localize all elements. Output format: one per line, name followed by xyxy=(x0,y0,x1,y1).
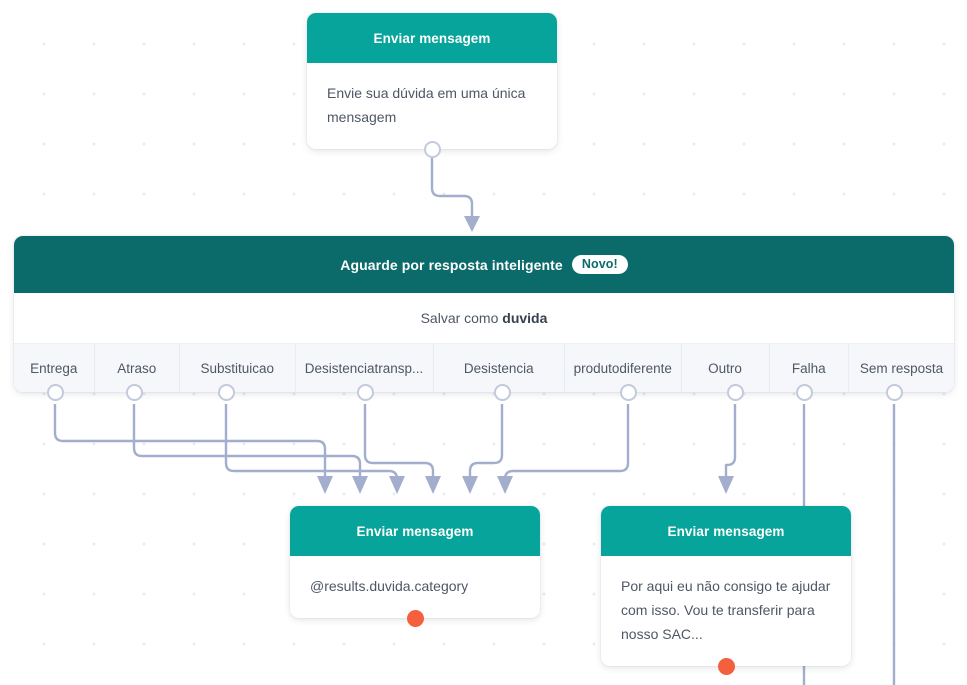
output-port-desistenciatransp[interactable]: Desistenciatransp... xyxy=(296,344,434,401)
edge-substituicao xyxy=(224,404,399,481)
edge-desistencia xyxy=(468,404,504,478)
edge-desistenciatransp xyxy=(363,404,435,478)
output-port-label: Desistencia xyxy=(463,360,534,376)
arrowhead-produtodiferente xyxy=(497,476,513,494)
save-as-variable: duvida xyxy=(502,310,548,326)
output-port-produtodiferente[interactable]: produtodiferente xyxy=(565,344,682,401)
output-port-knob[interactable] xyxy=(795,383,813,401)
output-port-knob[interactable] xyxy=(885,383,903,401)
output-port-label: Substituicao xyxy=(200,360,275,376)
output-port-knob[interactable] xyxy=(619,383,637,401)
output-port-label: Atraso xyxy=(117,360,157,376)
arrowhead-desistenciatransp xyxy=(425,476,441,494)
output-marker-send-message-left[interactable] xyxy=(406,609,424,627)
output-port-falha[interactable]: Falha xyxy=(770,344,849,401)
output-port-desistencia[interactable]: Desistencia xyxy=(434,344,565,401)
node-body-send-message-left: @results.duvida.category xyxy=(310,578,469,594)
edge-outro xyxy=(724,404,737,478)
output-port-label: Desistenciatransp... xyxy=(304,360,424,376)
output-port-label: produtodiferente xyxy=(573,360,672,376)
output-port-knob[interactable] xyxy=(493,383,511,401)
arrowhead-to-ai xyxy=(464,216,480,232)
node-title: Enviar mensagem xyxy=(667,523,785,539)
node-title: Aguarde por resposta inteligente xyxy=(340,256,563,273)
output-port-substituicao[interactable]: Substituicao xyxy=(180,344,296,401)
output-port-label: Sem resposta xyxy=(859,360,944,376)
badge-novo: Novo! xyxy=(571,255,628,274)
node-title: Enviar mensagem xyxy=(373,30,491,46)
node-send-message-top[interactable]: Enviar mensagem Envie sua dúvida em uma … xyxy=(307,13,557,158)
node-send-message-left[interactable]: Enviar mensagem @results.duvida.category xyxy=(290,506,540,627)
arrowhead-desistencia xyxy=(462,476,478,494)
output-port-label: Entrega xyxy=(30,360,78,376)
node-header-send-message-top: Enviar mensagem xyxy=(307,13,557,63)
node-title: Enviar mensagem xyxy=(356,523,474,539)
output-port-label: Falha xyxy=(791,360,826,376)
node-header-send-message-left: Enviar mensagem xyxy=(290,506,540,556)
output-port-outro[interactable]: Outro xyxy=(682,344,770,401)
output-port-knob[interactable] xyxy=(125,383,143,401)
node-header-ai-wait: Aguarde por resposta inteligente Novo! xyxy=(14,236,954,293)
output-port-send-message-top[interactable] xyxy=(423,140,441,158)
output-port-sem-resposta[interactable]: Sem resposta xyxy=(849,344,954,401)
save-as-label: Salvar como xyxy=(420,310,499,326)
output-port-entrega[interactable]: Entrega xyxy=(14,344,95,401)
node-header-send-message-right: Enviar mensagem xyxy=(601,506,851,556)
arrowhead-outro xyxy=(718,476,734,494)
node-body-send-message-right: Por aqui eu não consigo te ajudar com is… xyxy=(621,578,831,643)
output-port-strip: Entrega Atraso Substituicao Desistenciatran… xyxy=(14,343,954,401)
edge-produtodiferente xyxy=(503,404,630,481)
node-body-send-message-top: Envie sua dúvida em uma única mensagem xyxy=(327,85,526,126)
node-send-message-right[interactable]: Enviar mensagem Por aqui eu não consigo … xyxy=(601,506,851,675)
arrowhead-atraso xyxy=(352,476,368,494)
edge-top-to-ai xyxy=(430,152,474,218)
edge-atraso xyxy=(132,404,362,478)
output-port-knob[interactable] xyxy=(356,383,374,401)
output-port-atraso[interactable]: Atraso xyxy=(95,344,180,401)
save-as-row: Salvar como duvida xyxy=(14,293,954,343)
node-ai-wait-response[interactable]: Aguarde por resposta inteligente Novo! S… xyxy=(14,236,954,401)
output-port-knob[interactable] xyxy=(726,383,744,401)
output-marker-send-message-right[interactable] xyxy=(717,657,735,675)
output-port-label: Outro xyxy=(708,360,742,376)
output-port-knob[interactable] xyxy=(46,383,64,401)
arrowhead-entrega xyxy=(317,476,333,494)
arrowhead-substituicao xyxy=(389,476,405,494)
output-port-knob[interactable] xyxy=(217,383,235,401)
edge-entrega xyxy=(53,404,327,478)
